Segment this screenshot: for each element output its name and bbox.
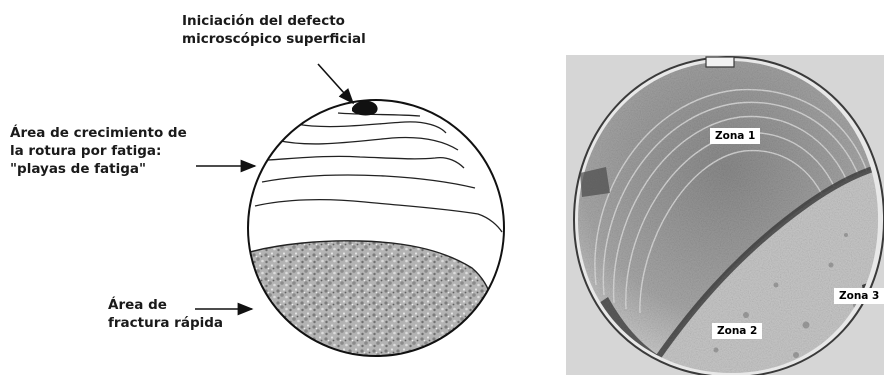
zone-1-label: Zona 1 xyxy=(710,128,760,144)
initiation-defect-mark xyxy=(352,101,378,116)
rapid-fracture-area xyxy=(250,241,494,356)
zone-3-label: Zona 3 xyxy=(834,288,884,304)
zone-2-label: Zona 2 xyxy=(712,323,762,339)
initiation-arrow xyxy=(318,64,353,103)
top-notch xyxy=(706,57,734,67)
